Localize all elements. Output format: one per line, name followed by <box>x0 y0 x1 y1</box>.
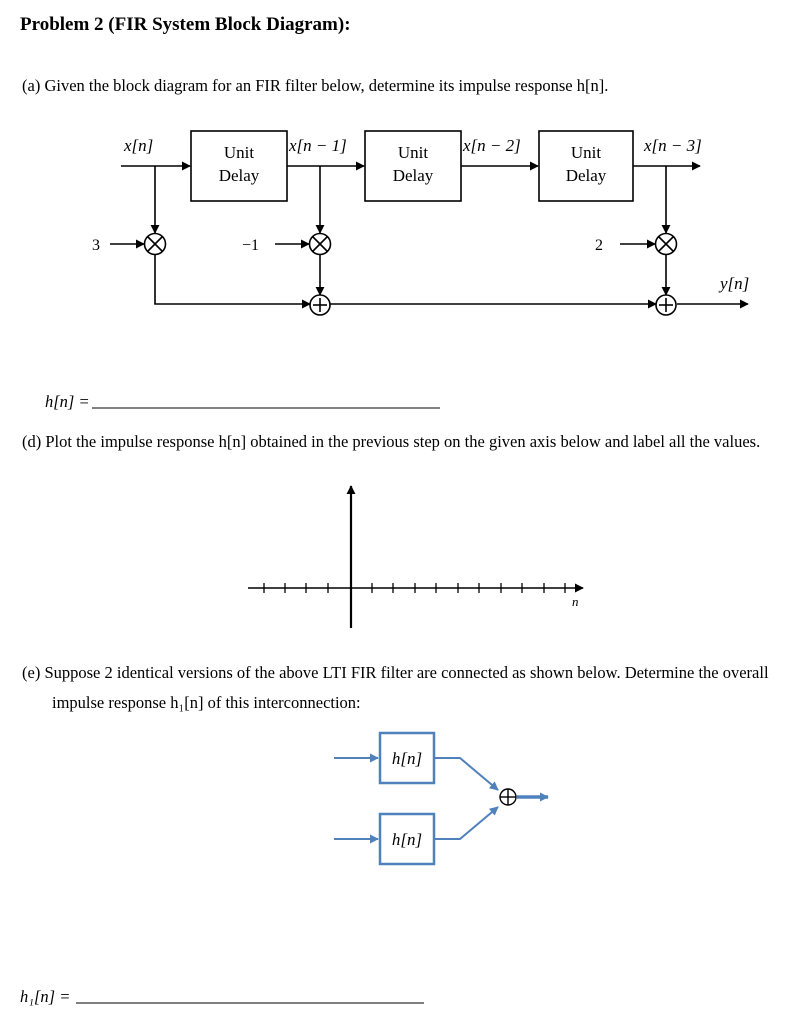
adder-icon <box>309 294 331 316</box>
svg-text:Unit: Unit <box>398 143 429 162</box>
signal-label-x-n: x[n] <box>123 136 153 155</box>
svg-text:Unit: Unit <box>571 143 602 162</box>
output-label: y[n] <box>718 274 749 293</box>
signal-label-x-n-2: x[n − 2] <box>462 136 521 155</box>
unit-delay-block-3: Unit Delay <box>538 130 634 202</box>
gain-label-3: 3 <box>92 237 100 254</box>
svg-text:h[n]: h[n] <box>392 749 422 768</box>
part-d-prompt: (d) Plot the impulse response h[n] obtai… <box>22 432 761 451</box>
multiplier-icon <box>654 232 678 256</box>
adder-icon <box>655 294 677 316</box>
part-e-prompt-line1: (e) Suppose 2 identical versions of the … <box>22 663 769 682</box>
unit-delay-block-1: Unit Delay <box>190 130 288 202</box>
gain-label-2: 2 <box>595 237 603 254</box>
gain-label-minus-1: −1 <box>242 237 259 254</box>
svg-text:Delay: Delay <box>566 166 607 185</box>
axis-label-n: n <box>572 594 579 609</box>
svg-text:Delay: Delay <box>393 166 434 185</box>
svg-text:h[n]: h[n] <box>392 830 422 849</box>
svg-text:Unit: Unit <box>224 143 255 162</box>
multiplier-icon <box>308 232 332 256</box>
signal-label-x-n-1: x[n − 1] <box>288 136 347 155</box>
impulse-response-axes <box>248 485 584 628</box>
svg-text:Delay: Delay <box>219 166 260 185</box>
unit-delay-block-2: Unit Delay <box>364 130 462 202</box>
parallel-interconnection-diagram <box>334 753 549 844</box>
h-n-block-bottom: h[n] <box>378 812 436 866</box>
problem-title: Problem 2 (FIR System Block Diagram): <box>20 14 351 35</box>
part-a-prompt: (a) Given the block diagram for an FIR f… <box>22 76 609 95</box>
signal-label-x-n-3: x[n − 3] <box>643 136 702 155</box>
h-n-block-top: h[n] <box>378 731 436 785</box>
multiplier-icon <box>143 232 167 256</box>
signal-path <box>110 161 749 309</box>
part-e-answer-label: h₁[n] = <box>20 987 71 1006</box>
part-a-answer-label: h[n] = <box>45 392 90 411</box>
adder-icon <box>499 788 517 806</box>
part-e-prompt-line2: impulse response h₁[n] of this interconn… <box>52 693 361 712</box>
